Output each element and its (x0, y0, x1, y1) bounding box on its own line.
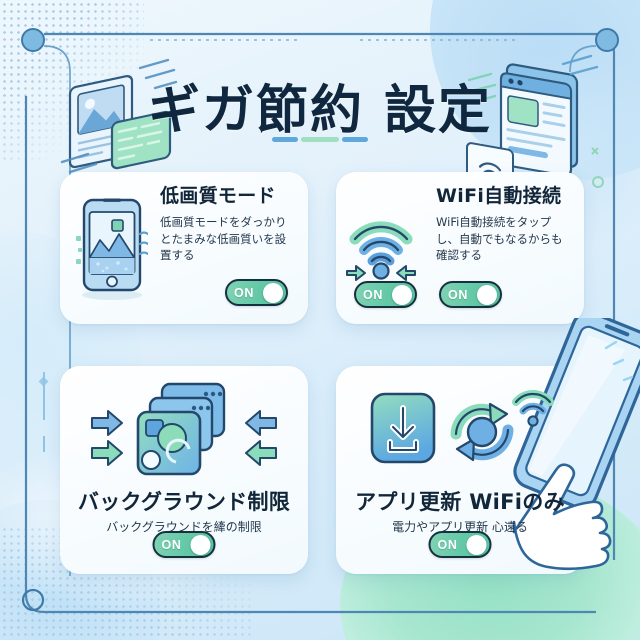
toggle-wifi-auto-connect-2[interactable]: ON (439, 281, 502, 308)
title-divider (272, 137, 368, 142)
toggle-label: ON (234, 285, 254, 300)
toggle-knob[interactable] (263, 282, 283, 303)
card-title: 低画質モード (160, 185, 276, 207)
card-title: アプリ更新 WiFiのみ (355, 490, 565, 514)
toggle-background-restriction[interactable]: ON (152, 531, 216, 558)
windows-arrows-icon (84, 378, 284, 488)
toggle-knob[interactable] (466, 534, 487, 555)
card-title: WiFi自動接続 (436, 185, 562, 207)
smartphone-photo-icon (60, 172, 158, 324)
toggle-knob[interactable] (190, 534, 211, 555)
toggle-knob[interactable] (477, 284, 497, 305)
header: ギガ節約 設定 (0, 46, 640, 185)
toggle-knob[interactable] (392, 284, 412, 305)
card-description: WiFi自動接続をタップし、自動でもなるからも確認する (436, 214, 563, 263)
toggle-app-update-wifi-only[interactable]: ON (428, 531, 492, 558)
card-app-update-wifi-only[interactable]: アプリ更新 WiFiのみ 電力やアプリ更新 心遠る ON (336, 366, 584, 574)
toggle-wifi-auto-connect-1[interactable]: ON (354, 281, 417, 308)
card-background-restriction[interactable]: バックグラウンド制限 バックグラウンドを縴の制限 ON (60, 366, 308, 574)
toggle-label: ON (437, 537, 458, 552)
card-title: バックグラウンド制限 (77, 490, 291, 514)
card-low-quality-mode[interactable]: 低画質モード 低画質モードをダっかりとたまみな低画質いを設置する ON (60, 172, 308, 324)
page-title: ギガ節約 設定 (147, 81, 493, 141)
image-card-illustration (60, 58, 178, 174)
toggle-group-wifi: ON ON (354, 281, 566, 308)
card-wifi-auto-connect[interactable]: WiFi自動接続 WiFi自動接続をタップし、自動でもなるからも確認する ON … (336, 172, 584, 324)
toggle-low-quality-mode[interactable]: ON (225, 279, 288, 306)
toggle-label: ON (363, 287, 383, 302)
toggle-label: ON (161, 537, 182, 552)
toggle-label: ON (448, 287, 468, 302)
card-description: 低画質モードをダっかりとたまみな低画質いを設置する (160, 214, 287, 263)
download-sync-wifi-icon (360, 378, 560, 488)
